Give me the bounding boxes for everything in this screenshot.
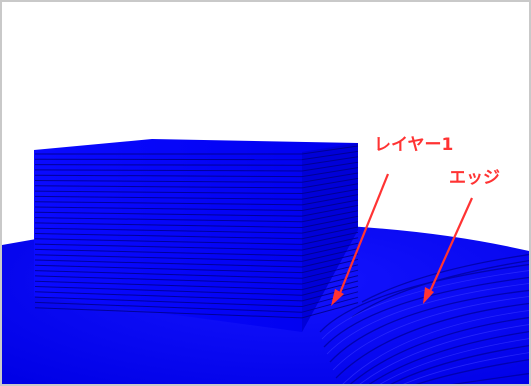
layer-line: [34, 201, 303, 206]
layer-line: [34, 243, 303, 251]
annotation-layer1-label: レイヤー1: [374, 135, 454, 155]
layer-line: [34, 174, 303, 178]
layer-line: [34, 227, 303, 234]
layer-line: [34, 195, 303, 200]
layer-line-side: [301, 285, 359, 302]
layer-line-side: [301, 253, 359, 268]
layer-line: [34, 254, 303, 262]
layer-line: [34, 264, 303, 274]
layer-line: [34, 307, 303, 319]
arrow-layer1-head: [331, 289, 344, 306]
layer-line: [34, 301, 303, 313]
layer-line-side: [301, 296, 359, 313]
layer-line-side: [301, 280, 359, 296]
layer-line: [34, 164, 303, 166]
layer-line-side: [301, 145, 359, 155]
layered-block: [34, 139, 359, 332]
layer-line-side: [301, 204, 359, 217]
layer-line-side: [301, 237, 359, 251]
layer-line-side: [301, 188, 359, 200]
layer-line-side: [301, 221, 359, 234]
layer-line: [34, 217, 303, 223]
layer-line-side: [301, 248, 359, 262]
layer-line-side: [301, 150, 359, 161]
layer-line: [34, 190, 303, 195]
layer-line-side: [301, 226, 359, 240]
layer-line: [34, 296, 303, 308]
layer-line-side: [301, 172, 359, 183]
layer-line: [34, 286, 303, 296]
layer-line-side: [301, 258, 359, 274]
layer-line: [34, 180, 303, 183]
layer-line: [34, 169, 303, 172]
layer-line: [34, 233, 303, 240]
layer-line: [34, 222, 303, 228]
layer-line-side: [301, 264, 359, 279]
layer-line: [34, 291, 303, 302]
layer-line-side: [301, 302, 359, 319]
layer-line-side: [301, 183, 359, 195]
layer-line: [34, 206, 303, 211]
layer-line-side: [301, 194, 359, 206]
layer-line-side: [301, 210, 359, 223]
layer-line-side: [301, 242, 359, 257]
layer-line: [34, 275, 303, 285]
annotation-edge-label: エッジ: [449, 168, 500, 188]
layer-line-side: [301, 215, 359, 228]
layer-line: [34, 185, 303, 189]
layer-line: [34, 238, 303, 245]
layer-line-side: [301, 291, 359, 308]
arrow-layer1: [336, 173, 390, 299]
layer-line: [34, 248, 303, 257]
layer-line-side: [301, 231, 359, 245]
layer-line-side: [301, 177, 359, 189]
layer-line-side: [301, 156, 359, 166]
layer-line-side: [301, 167, 359, 178]
layer-line: [34, 211, 303, 217]
layer-line: [34, 270, 303, 279]
layer-line-side: [301, 275, 359, 291]
layer-line: [34, 259, 303, 268]
layer-line-side: [301, 199, 359, 211]
layer-line-side: [301, 161, 359, 172]
arrow-edge-head: [423, 287, 434, 304]
arrow-edge: [426, 197, 474, 297]
annotation-arrows: [331, 173, 474, 306]
layer-line: [34, 280, 303, 291]
